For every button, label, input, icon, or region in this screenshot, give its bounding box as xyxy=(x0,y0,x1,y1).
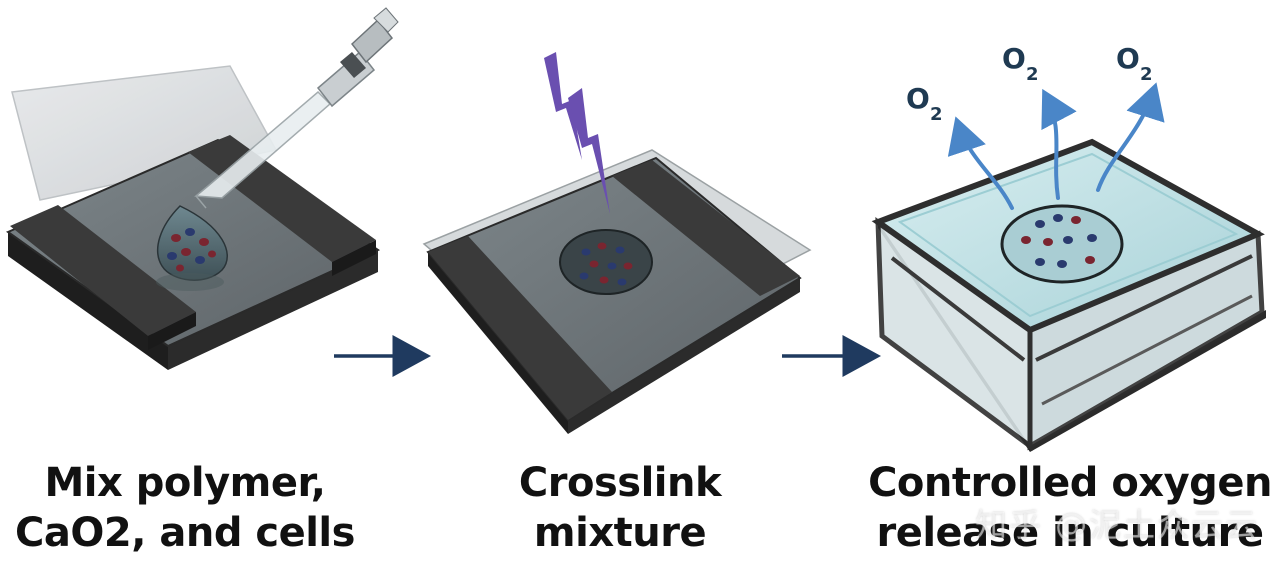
polymer-droplet xyxy=(157,205,228,281)
oxygen-arrow-icon xyxy=(947,82,1165,210)
cells-in-droplet xyxy=(167,228,216,272)
cells-in-disc xyxy=(1021,214,1097,268)
step1-caption: Mix polymer, CaO2, and cells xyxy=(0,458,370,558)
oxygen-symbol: O xyxy=(1116,42,1140,75)
step3-culture-dish xyxy=(871,138,1266,452)
hydrogel-disc xyxy=(559,229,653,295)
step1-caption-line1: Mix polymer, xyxy=(44,460,327,506)
cells-in-disc xyxy=(579,242,633,286)
step3-caption-line1: Controlled oxygen xyxy=(868,460,1272,506)
oxygen-label-1: O 2 xyxy=(906,82,943,125)
step2-caption: Crosslink mixture xyxy=(480,458,760,558)
oxygen-label-2: O 2 xyxy=(1002,42,1039,85)
oxygen-symbol: O xyxy=(906,82,930,115)
step1-caption-line2: CaO2, and cells xyxy=(15,510,355,556)
step2-caption-line1: Crosslink xyxy=(518,460,722,506)
oxygen-subscript: 2 xyxy=(930,104,943,125)
step1-mold xyxy=(5,65,381,370)
step3-caption: Controlled oxygen release in culture xyxy=(860,458,1280,558)
pipette-icon xyxy=(194,7,399,209)
oxygen-subscript: 2 xyxy=(1026,64,1039,85)
lightning-icon xyxy=(544,52,610,214)
watermark: 知乎 @泥土众云云 xyxy=(975,506,1260,544)
step2-caption-line2: mixture xyxy=(533,510,707,556)
oxygen-symbol: O xyxy=(1002,42,1026,75)
oxygen-label-3: O 2 xyxy=(1116,42,1153,85)
step2-mold xyxy=(422,149,812,434)
oxygen-subscript: 2 xyxy=(1140,64,1153,85)
step3-caption-line2: release in culture xyxy=(876,510,1264,556)
